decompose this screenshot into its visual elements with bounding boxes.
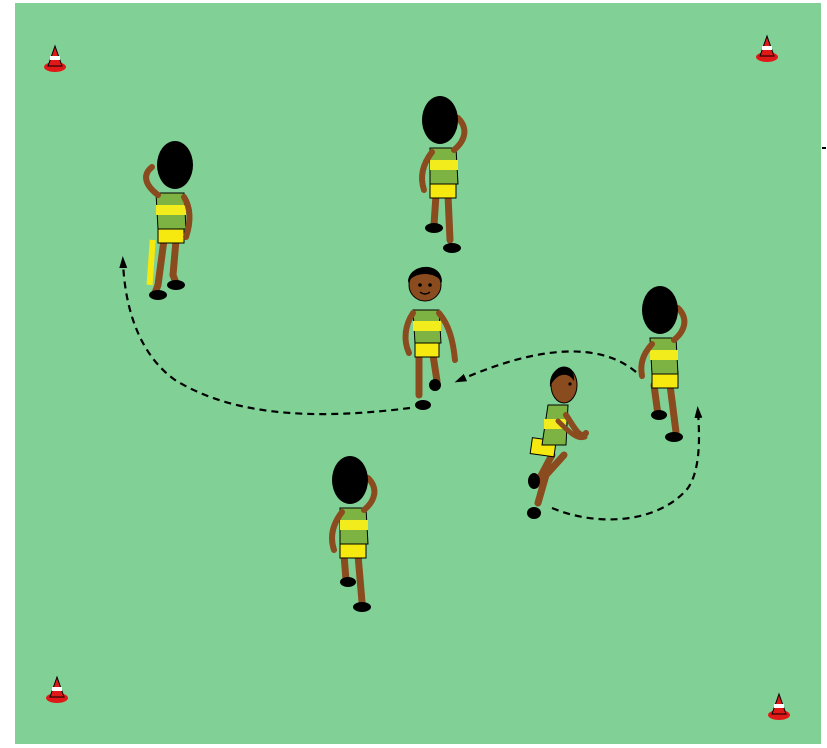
edge-mark bbox=[822, 147, 826, 149]
